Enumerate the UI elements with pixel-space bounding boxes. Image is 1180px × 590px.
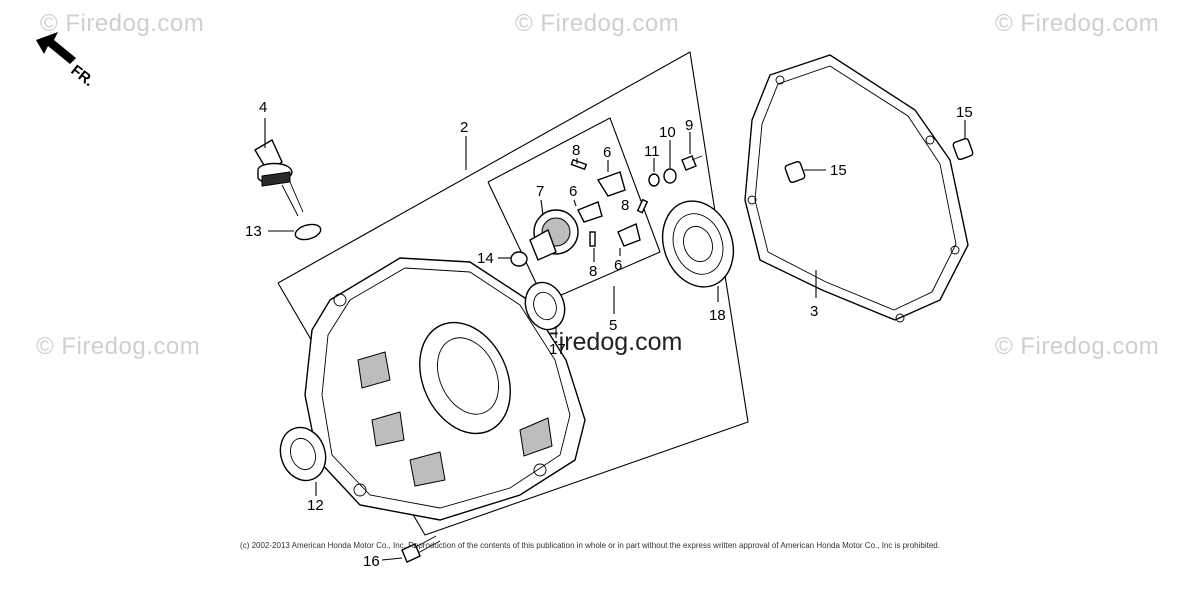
callout-3: 3 [810, 303, 818, 320]
callout-10: 10 [659, 124, 676, 141]
dowel-pin-part [784, 137, 974, 184]
callout-8a: 8 [572, 142, 580, 159]
ball-bearing-small-part [524, 281, 566, 331]
callout-14: 14 [477, 250, 494, 267]
governor-gear-part [529, 209, 579, 261]
governor-weight-part [577, 171, 641, 247]
flange-bolt-part [401, 535, 441, 563]
front-direction-arrow-icon [36, 32, 76, 64]
washer-part [510, 251, 528, 267]
callout-6b: 6 [569, 183, 577, 200]
callout-11: 11 [644, 143, 660, 160]
watermark-top-left: © Firedog.com [40, 10, 205, 37]
copyright-notice: (c) 2002-2013 American Honda Motor Co., … [240, 541, 940, 550]
watermark-top-center: © Firedog.com [515, 10, 680, 37]
watermark-mid-right: © Firedog.com [995, 333, 1160, 360]
o-ring-part [294, 223, 322, 241]
callout-6a: 6 [603, 144, 611, 161]
callout-7: 7 [536, 183, 544, 200]
washer-small-part [663, 168, 677, 184]
callout-13: 13 [245, 223, 262, 240]
callout-18: 18 [709, 307, 726, 324]
watermark-mid-left: © Firedog.com [36, 333, 201, 360]
crankcase-cover-part [304, 257, 586, 521]
callout-16: 16 [363, 553, 380, 570]
oil-seal-part [279, 426, 327, 482]
oil-filler-cap-part [254, 139, 304, 217]
direction-label: FR. [68, 62, 98, 90]
ball-bearing-large-part [661, 200, 735, 288]
callout-6c: 6 [614, 257, 622, 274]
callout-17: 17 [549, 341, 566, 358]
watermark-top-right: © Firedog.com [995, 10, 1160, 37]
callout-12: 12 [307, 497, 324, 514]
spacer-ring-part [648, 173, 660, 187]
callout-15a: 15 [830, 162, 847, 179]
callout-9: 9 [685, 117, 693, 134]
callout-8c: 8 [589, 263, 597, 280]
callout-4: 4 [259, 99, 267, 116]
shaft-bolt-part [681, 155, 703, 171]
callout-2: 2 [460, 119, 468, 136]
callout-5: 5 [609, 317, 617, 334]
governor-pin-part [570, 158, 649, 247]
callout-15b: 15 [956, 104, 973, 121]
callout-8b: 8 [621, 197, 629, 214]
gasket-part [744, 54, 969, 323]
